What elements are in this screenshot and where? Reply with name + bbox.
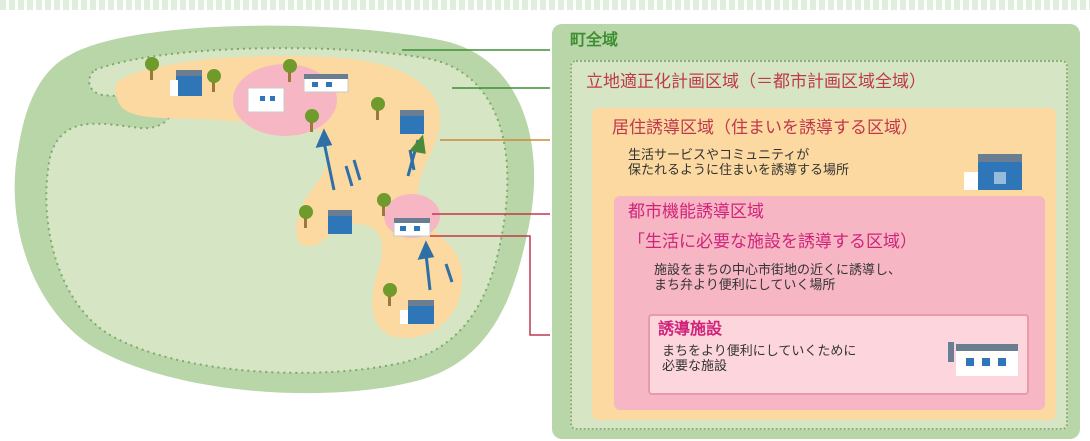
residential-description: 生活サービスやコミュニティが 保たれるように住まいを誘導する場所 [628, 148, 850, 179]
residential-description-line: 生活サービスやコミュニティが [628, 148, 810, 163]
connector-lines [402, 49, 550, 336]
urban-function-description-line: まち弁より便利にしていく場所 [654, 277, 836, 293]
facility-zone-label: 誘導施設 [658, 319, 723, 338]
location-plan-zone-label: 立地適正化計画区域（＝都市計画区域全域） [586, 72, 926, 93]
urban-function-description-line: 施設をまちの中心市街地の近くに誘導し、 [654, 263, 902, 278]
urban-function-description: 施設をまちの中心市街地の近くに誘導し、 まち弁より便利にしていく場所 [654, 263, 902, 294]
residential-title: 居住誘導区域 [612, 118, 714, 138]
top-border-stripe [0, 0, 1090, 10]
urban-function-zone-subtitle: 「生活に必要な施設を誘導する区域） [628, 232, 917, 252]
town-zone-label: 町全域 [570, 30, 619, 49]
facility-description-line: まちをより便利にしていくために [662, 344, 857, 359]
house-icon [964, 154, 1022, 190]
urban-function-zone-label: 都市機能誘導区域 [628, 202, 764, 222]
facility-building-icon [948, 342, 1018, 376]
facility-description-line: 必要な施設 [662, 358, 728, 374]
residential-description-line: 保たれるように住まいを誘導する場所 [628, 162, 850, 178]
people-arrow-icon [315, 128, 454, 291]
location-plan-note: （＝都市計画区域全域） [739, 72, 926, 92]
tree-icon [145, 57, 397, 306]
residential-note: （住まいを誘導する区域） [714, 118, 918, 138]
town-map [14, 25, 550, 394]
residential-area [115, 55, 463, 339]
facility-building-icon [247, 74, 431, 237]
residential-zone-label: 居住誘導区域（住まいを誘導する区域） [612, 118, 918, 139]
house-icon [170, 70, 434, 324]
facility-description: まちをより便利にしていくために 必要な施設 [662, 344, 857, 375]
location-plan-title: 立地適正化計画区域 [586, 72, 739, 92]
